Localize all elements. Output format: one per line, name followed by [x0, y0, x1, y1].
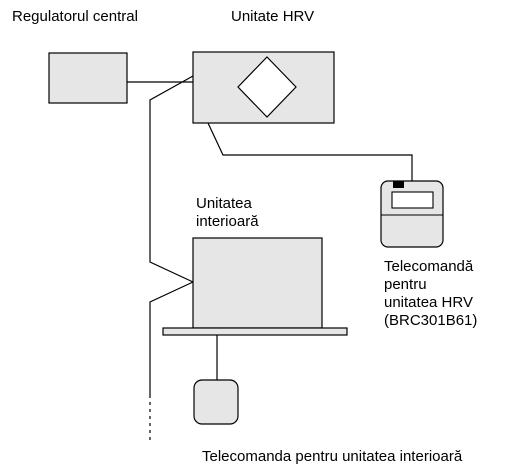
hrv-remote-label-line3: unitatea HRV [384, 294, 473, 311]
indoor-unit-label-line2: interioară [196, 213, 259, 230]
wire-bus-upper [149, 75, 194, 283]
hrv-remote-label-line4: (BRC301B61) [384, 312, 478, 329]
indoor-unit-plate [162, 327, 348, 336]
hrv-diamond-icon [237, 56, 297, 118]
hrv-unit-label: Unitate HRV [231, 8, 315, 25]
hrv-remote-label-line2: pentru [384, 276, 427, 293]
indoor-remote-label: Telecomanda pentru unitatea interioară [202, 448, 463, 465]
indoor-unit-label-line1: Unitatea [196, 195, 252, 212]
indoor-remote-icon [193, 379, 239, 425]
wire-hrv-to-remote [207, 122, 413, 181]
central-controller-box [48, 52, 128, 104]
hrv-remote-icon [380, 180, 444, 248]
central-controller-label: Regulatorul central [12, 8, 138, 25]
hrv-remote-label-line1: Telecomandă [384, 258, 474, 275]
indoor-unit-box [192, 237, 323, 329]
wire-bus-lower [149, 281, 194, 395]
